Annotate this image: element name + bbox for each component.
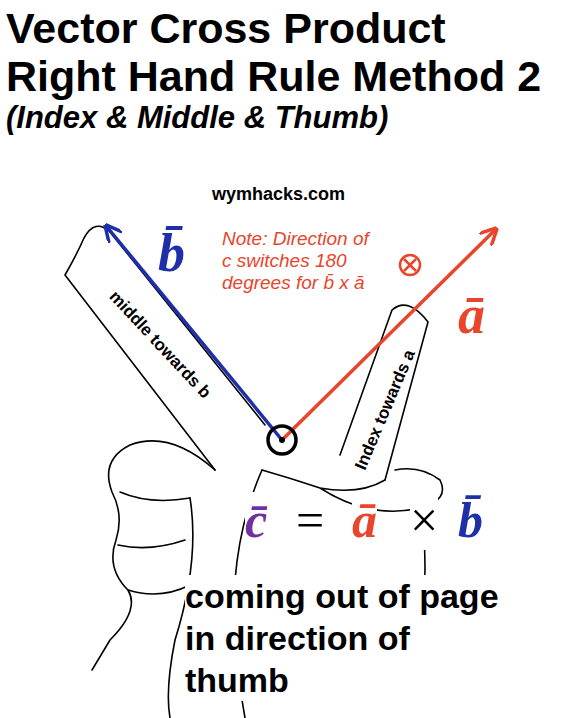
equation-term: ā bbox=[352, 492, 377, 550]
origin-circle bbox=[268, 426, 296, 454]
equation-term: b̄ bbox=[458, 492, 483, 550]
origin-dot bbox=[279, 437, 285, 443]
note: coming out of page in direction of thumb bbox=[185, 575, 503, 701]
finger-label: Index towards a bbox=[351, 347, 419, 473]
website: wymhacks.com bbox=[212, 184, 345, 205]
note: Note: Direction of c switches 180 degree… bbox=[222, 228, 372, 294]
finger-label: middle towards b bbox=[105, 287, 215, 403]
index-finger bbox=[340, 305, 428, 480]
equation-symbol: × bbox=[410, 492, 438, 550]
into-page-symbol bbox=[400, 255, 420, 275]
vector-name: ā bbox=[458, 284, 485, 346]
equation-term: c̄ bbox=[245, 492, 267, 550]
folded-fingers bbox=[118, 492, 190, 594]
subtitle: (Index & Middle & Thumb) bbox=[6, 100, 388, 136]
title: Vector Cross Product Right Hand Rule Met… bbox=[6, 4, 554, 100]
vector-name: b̄ bbox=[158, 222, 185, 284]
equation-symbol: = bbox=[296, 492, 324, 550]
